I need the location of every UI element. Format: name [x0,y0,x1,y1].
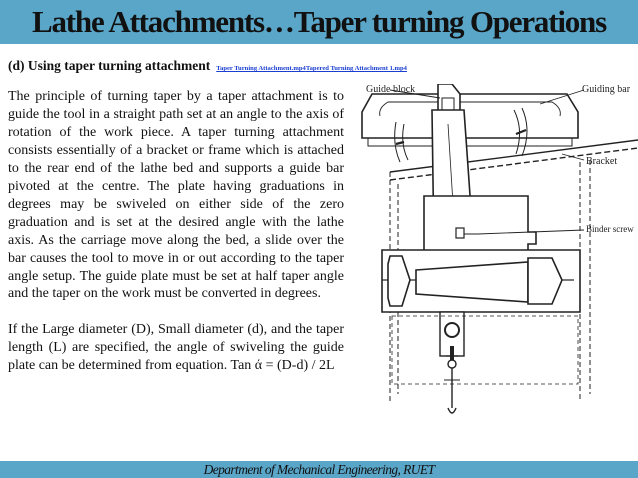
feed-screw-handle [444,368,460,414]
bracket-frame [361,93,579,139]
binder-screw [455,227,478,239]
label-binder-screw: Binder screw [586,224,634,234]
paragraph-equation: If the Large diameter (D), Small diamete… [8,322,344,374]
tapered-workpiece [382,255,574,307]
slide-title: Lathe Attachments…Taper turning Operatio… [32,4,607,39]
pivot-arc-right [513,107,528,157]
body-text: The principle of turning taper by a tape… [8,88,344,375]
footer-bar: Department of Mechanical Engineering, RU… [0,461,638,478]
footer-department: Department of Mechanical Engineering, RU… [203,461,435,477]
carriage [423,195,537,255]
sub-heading: (d) Using taper turning attachment Taper… [8,58,468,76]
guide-bar [389,139,638,181]
saddle [391,315,579,385]
label-guiding-bar: Guiding bar [582,84,631,95]
tool-post [439,311,465,369]
title-bar: Lathe Attachments…Taper turning Operatio… [0,0,638,44]
video-link-tapered-turning-attachment[interactable]: Tapered Turning Attachment 1.mp4 [305,65,407,72]
label-guide-block: Guide block [366,84,415,95]
taper-attachment-diagram: Guide block Guiding bar Bracket Binder s… [352,84,638,460]
video-link-taper-turning-attachment[interactable]: Taper Turning Attachment.mp4 [216,65,306,72]
label-bracket: Bracket [586,156,617,167]
paragraph-principle: The principle of turning taper by a tape… [8,89,344,302]
pivot-arc-left [394,121,409,163]
section-subtitle: (d) Using taper turning attachment [8,58,211,73]
